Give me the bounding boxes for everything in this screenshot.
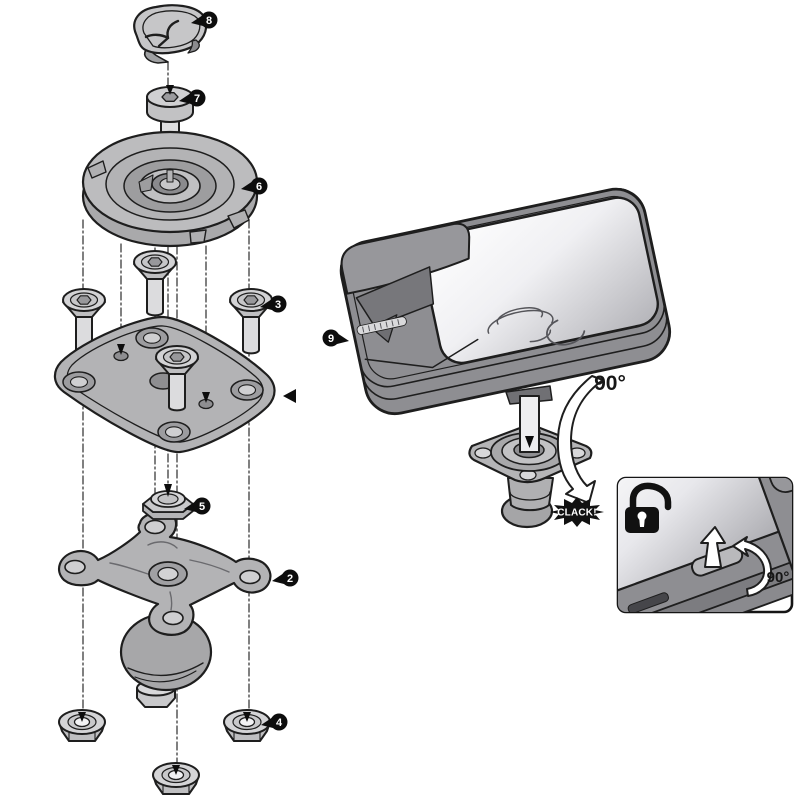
svg-text:6: 6 <box>256 181 262 193</box>
ball-joint-lower <box>119 612 213 708</box>
callout-8: 8 <box>191 11 218 29</box>
callout-9: 9 <box>322 329 349 347</box>
svg-text:8: 8 <box>206 15 212 27</box>
mount-stem <box>519 395 540 453</box>
svg-text:7: 7 <box>194 93 200 105</box>
callout-4: 4 <box>261 713 288 731</box>
callout-5: 5 <box>184 497 211 515</box>
svg-text:5: 5 <box>199 501 205 513</box>
inset-detail-box: 90° <box>616 476 794 614</box>
clack-label: CLACK! <box>557 508 597 519</box>
part-6-ring-mount <box>81 130 259 248</box>
part-8-cap <box>133 4 208 64</box>
case-side-marking <box>356 316 407 335</box>
callout-6: 6 <box>241 177 268 195</box>
insert-arrow-icon <box>117 344 125 355</box>
open-padlock-icon <box>625 482 672 533</box>
svg-text:2: 2 <box>287 573 293 585</box>
rotation-label-main: 90° <box>594 372 626 395</box>
insert-arrow-icon <box>166 85 174 95</box>
part-9-case <box>339 187 672 416</box>
callout-3: 3 <box>260 295 287 313</box>
svg-text:9: 9 <box>328 333 334 345</box>
part-7-screw <box>146 85 194 139</box>
callout-7: 7 <box>179 89 206 107</box>
rotation-label-inset: 90° <box>767 569 790 586</box>
rotation-arrow-icon <box>556 375 604 504</box>
part-2-cross-plate <box>57 510 272 636</box>
svg-text:4: 4 <box>276 717 283 729</box>
callout-2: 2 <box>272 569 299 587</box>
lift-arrow-icon <box>700 526 726 568</box>
part-4-nuts <box>58 709 271 795</box>
insert-arrow-icon <box>164 484 172 497</box>
plate-pointer-icon <box>283 389 296 403</box>
case-mount-swirl <box>487 307 586 346</box>
clack-burst-icon: CLACK! <box>550 497 604 527</box>
part-adapter-plate <box>53 315 276 454</box>
part-5-nut <box>142 484 194 520</box>
insert-arrow-icon <box>525 436 534 448</box>
mount-base <box>468 385 593 529</box>
insert-arrow-icon <box>202 392 210 403</box>
inset-rotation-arrow-icon <box>732 536 773 597</box>
svg-text:3: 3 <box>275 299 281 311</box>
